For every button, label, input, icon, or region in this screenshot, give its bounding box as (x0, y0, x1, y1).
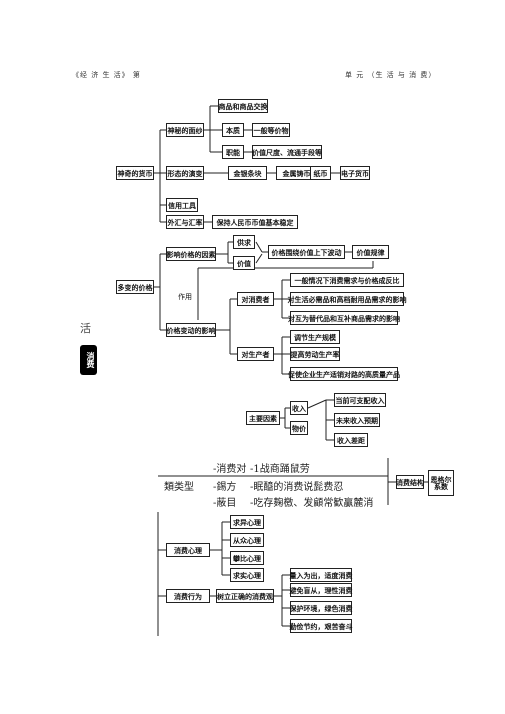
node-price-value-law: 价值规律 (352, 245, 389, 259)
node-money-essence: 本质 (222, 123, 244, 137)
node-behavior: 消费行为 (166, 589, 210, 603)
node-engel: 恩格尔系数 (428, 470, 454, 496)
node-price-value: 价值 (233, 256, 255, 270)
node-income: 收入 (290, 401, 308, 415)
node-price-supply: 供求 (233, 235, 255, 249)
header-left: 《经 济 生 活》 第 (72, 71, 141, 79)
node-money-root: 神奇的货币 (116, 166, 154, 180)
types-row-2-left: -錫方 (213, 482, 237, 493)
node-mentality-4: 求实心理 (230, 568, 264, 582)
node-money-equivalent: 一般等价物 (252, 123, 290, 137)
side-mark: 活 (80, 322, 91, 335)
node-price-root: 多变的价格 (116, 280, 154, 294)
node-price-factors: 影响价格的因素 (166, 247, 216, 261)
node-view-2: 避免盲从，理性消费 (290, 583, 353, 597)
node-money-functions-detail: 价值尺度、流通手段等 (252, 145, 322, 159)
node-money-forex: 外汇与汇率 (166, 215, 204, 229)
node-money-paper: 纸币 (310, 166, 331, 180)
node-on-consumers: 对消费者 (237, 292, 274, 306)
node-view-4: 勤俭节约，艰苦奋斗 (290, 619, 353, 633)
node-money-function: 职能 (222, 145, 244, 159)
node-producer-2: 提高劳动生产率 (290, 347, 340, 361)
node-mentality-1: 求异心理 (230, 515, 264, 529)
node-money-origin: 神秘的面纱 (166, 123, 204, 137)
label-effect: 作用 (178, 293, 192, 301)
node-main-factors: 主要因素 (246, 411, 280, 425)
side-tab-consumption: 消费 (80, 345, 97, 375)
node-price-impact: 价格变动的影响 (166, 323, 216, 337)
node-view-3: 保护环境，绿色消费 (290, 601, 353, 615)
types-row-1-right: -1战商踊鼠劳 (250, 464, 310, 475)
node-structure: 消费结构 (396, 475, 424, 489)
node-correct-view: 树立正确的消费观 (216, 589, 274, 603)
types-row-2-right: -眠醯的消费说髭费忍 (250, 482, 344, 493)
node-price-fluctuation: 价格围绕价值上下波动 (268, 245, 345, 259)
node-on-producers: 对生产者 (237, 347, 274, 361)
node-money-gold-silver: 金银条块 (228, 166, 267, 180)
node-income-expectation: 未来收入预期 (334, 413, 380, 427)
node-consumer-1: 一般情况下消费需求与价格成反比 (290, 273, 404, 287)
header-right: 单 元 （生 活 与 消 费） (345, 71, 437, 79)
node-money-stability: 保持人民币币值基本稳定 (212, 215, 298, 229)
types-row-3-right: -吃存麹檄、发顧常歓贏麓消 (250, 498, 374, 509)
node-money-electronic: 电子货币 (340, 166, 370, 180)
node-money-forms: 形态的演变 (166, 166, 204, 180)
node-mentality: 消费心理 (166, 543, 210, 557)
node-mentality-2: 从众心理 (230, 533, 264, 547)
node-mentality-3: 攀比心理 (230, 551, 264, 565)
node-producer-1: 调节生产规模 (290, 330, 340, 344)
types-row-1-left: -消费对 (213, 464, 247, 475)
types-row-3-left: -蔽目 (213, 498, 237, 509)
types-label: 類类型 (164, 482, 194, 493)
node-consumer-2: 对生活必需品和高档耐用品需求的影响 (288, 292, 407, 306)
node-money-credit: 信用工具 (166, 198, 198, 212)
node-producer-3: 促使企业生产适销对路的高质量产品 (288, 367, 400, 381)
node-money-exchange: 商品和商品交换 (218, 99, 268, 113)
node-prices: 物价 (290, 421, 308, 435)
node-view-1: 量入为出，适度消费 (290, 568, 353, 582)
node-income-gap: 收入差距 (334, 433, 368, 447)
node-consumer-3: 对互为替代品和互补商品需求的影响 (288, 311, 400, 325)
node-income-current: 当前可支配收入 (334, 393, 386, 407)
